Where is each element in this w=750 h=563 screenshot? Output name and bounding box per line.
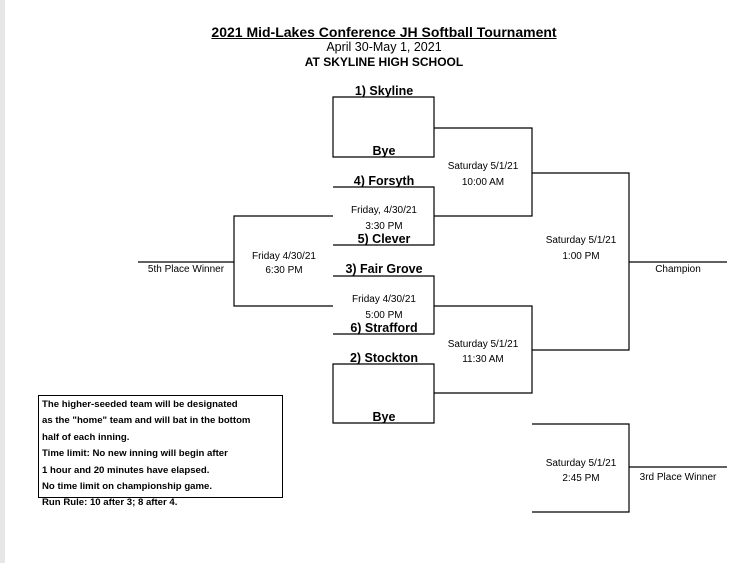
tournament-title: 2021 Mid-Lakes Conference JH Softball To… (211, 24, 557, 40)
rules-line: half of each inning. (42, 431, 130, 443)
fifth-game-time: 6:30 PM (265, 265, 303, 276)
team-seed-5: 5) Clever (357, 232, 411, 246)
bracket-stockton-bye (332, 363, 435, 424)
team-bye-bottom: Bye (372, 410, 396, 424)
bracket-third-place (532, 423, 630, 513)
game-3v6-time: 5:00 PM (365, 310, 403, 321)
bracket-skyline-bye (332, 96, 435, 158)
fifth-place-winner-label: 5th Place Winner (147, 264, 225, 275)
semifinal-top-time: 10:00 AM (461, 177, 505, 188)
fifth-game-day: Friday 4/30/21 (252, 251, 316, 262)
championship-day: Saturday 5/1/21 (545, 235, 617, 246)
rules-line: Run Rule: 10 after 3; 8 after 4. (42, 497, 178, 509)
rules-line: No time limit on championship game. (42, 481, 213, 493)
bracket-fifth-place (233, 215, 333, 307)
third-game-day: Saturday 5/1/21 (545, 458, 617, 469)
rules-line: 1 hour and 20 minutes have elapsed. (42, 464, 210, 476)
champion-label: Champion (655, 264, 701, 275)
bracket-fairgrove-strafford (333, 275, 435, 335)
semifinal-bottom-day: Saturday 5/1/21 (447, 339, 519, 350)
rules-line: Time limit: No new inning will begin aft… (42, 448, 228, 460)
team-seed-4: 4) Forsyth (353, 174, 415, 188)
semifinal-top-day: Saturday 5/1/21 (447, 161, 519, 172)
team-seed-1: 1) Skyline (354, 84, 414, 98)
tournament-dates: April 30-May 1, 2021 (326, 40, 442, 54)
third-game-time: 2:45 PM (562, 473, 600, 484)
game-3v6-day: Friday 4/30/21 (352, 294, 416, 305)
rules-line: as the "home" team and will bat in the b… (42, 415, 251, 427)
team-seed-6: 6) Strafford (350, 321, 418, 335)
rules-line: The higher-seeded team will be designate… (42, 399, 238, 410)
game-4v5-time: 3:30 PM (365, 221, 403, 232)
championship-time: 1:00 PM (562, 251, 600, 262)
third-place-winner-label: 3rd Place Winner (639, 472, 717, 483)
semifinal-bottom-time: 11:30 AM (462, 354, 504, 365)
page-edge-shadow (0, 0, 5, 563)
team-seed-2: 2) Stockton (349, 351, 419, 365)
team-seed-3: 3) Fair Grove (345, 262, 423, 276)
bracket-semifinal-top (434, 127, 533, 217)
rules-box: The higher-seeded team will be designate… (38, 395, 283, 508)
team-bye-top: Bye (372, 144, 396, 158)
tournament-location: AT SKYLINE HIGH SCHOOL (304, 55, 464, 69)
game-4v5-day: Friday, 4/30/21 (351, 205, 417, 216)
